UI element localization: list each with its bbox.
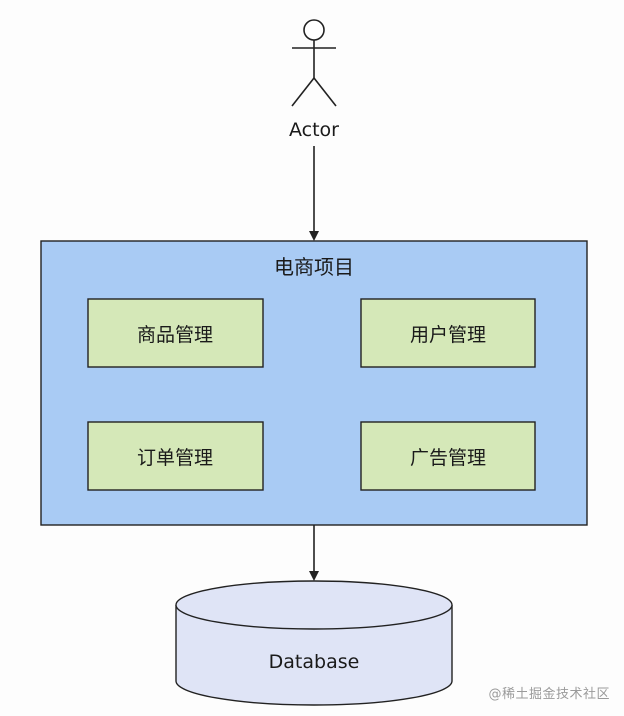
module-product-management: 商品管理 <box>87 298 264 368</box>
module-label: 订单管理 <box>137 447 213 469</box>
actor-figure-icon <box>291 19 337 107</box>
module-user-management: 用户管理 <box>360 298 536 368</box>
database-label: Database <box>269 651 360 673</box>
module-label: 用户管理 <box>410 324 486 346</box>
module-label: 商品管理 <box>137 324 213 346</box>
watermark: @稀土掘金技术社区 <box>488 687 610 702</box>
database-cylinder-icon <box>175 580 453 706</box>
module-label: 广告管理 <box>410 447 486 469</box>
module-order-management: 订单管理 <box>87 421 264 491</box>
module-ad-management: 广告管理 <box>360 421 536 491</box>
actor-label: Actor <box>289 119 339 141</box>
system-title: 电商项目 <box>274 255 354 279</box>
